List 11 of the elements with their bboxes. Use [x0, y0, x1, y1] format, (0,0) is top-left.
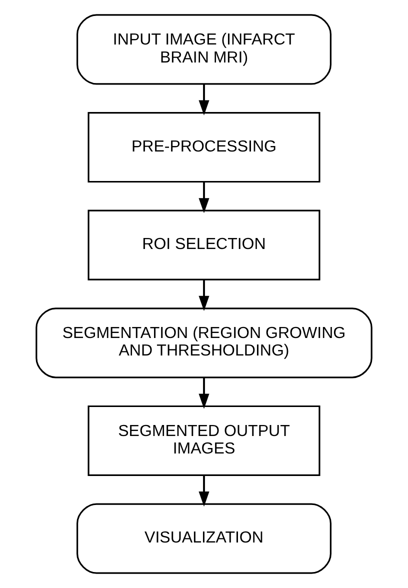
node-box: ROI SELECTION — [88, 210, 320, 280]
arrow — [198, 280, 210, 311]
node-box: INPUT IMAGE (INFARCT BRAIN MRI) — [76, 14, 332, 85]
arrow — [198, 475, 210, 507]
arrow — [198, 182, 210, 214]
node-box: SEGMENTED OUTPUT IMAGES — [88, 405, 320, 476]
arrow — [198, 378, 210, 409]
node-box: SEGMENTATION (REGION GROWING AND THRESHOLDING) — [36, 308, 372, 378]
node-box: PRE-PROCESSING — [88, 112, 320, 183]
node-box: VISUALIZATION — [76, 503, 332, 574]
arrow — [198, 84, 210, 116]
